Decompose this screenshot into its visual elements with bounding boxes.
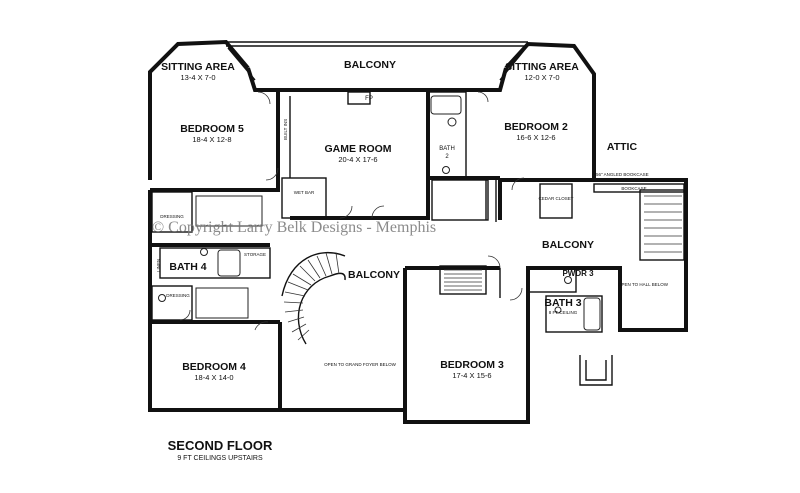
bath2-sink: [442, 166, 450, 174]
balcony-mid-label: BALCONY: [348, 269, 400, 281]
bookcase-label: BOOKCASE: [621, 186, 646, 191]
angled-bookcase-label: 56" ANGLED BOOKCASE: [596, 172, 649, 177]
sitting-area-left-label: SITTING AREA: [161, 61, 235, 73]
plan-subtitle: 9 FT CEILINGS UPSTAIRS: [177, 455, 263, 462]
dressing-bottom-label: DRESSING: [166, 293, 190, 298]
sitting-area-right-dims: 12-0 X 7-0: [524, 73, 559, 82]
bedroom5-label: BEDROOM 5: [180, 123, 244, 135]
bedroom2-label: BEDROOM 2: [504, 121, 568, 133]
straight-stair-right: [644, 195, 682, 253]
game-room-dims: 20-4 X 17-6: [338, 155, 377, 164]
plan-title: SECOND FLOOR: [168, 438, 273, 453]
pwdr3-label: PWDR 3: [562, 269, 594, 278]
bath4-sink: [200, 248, 208, 256]
wet-bar-label: WET BAR: [294, 190, 315, 195]
bedroom5-dims: 18-4 X 12-8: [192, 135, 231, 144]
bath2-tub: [430, 95, 462, 115]
bedroom2-dims: 16-6 X 12-6: [516, 133, 555, 142]
open-grand-foyer-label: OPEN TO GRAND FOYER BELOW: [324, 362, 397, 367]
curved-staircase: [281, 251, 346, 345]
bedroom4-dims: 18-4 X 14-0: [194, 373, 233, 382]
balcony-right-label: BALCONY: [542, 239, 594, 251]
sitting-area-left-dims: 13-4 X 7-0: [180, 73, 215, 82]
open-hall-label: OPEN TO HALL BELOW: [618, 282, 669, 287]
balcony-top-label: BALCONY: [344, 59, 396, 71]
bath4-label: BATH 4: [169, 261, 206, 273]
fireplace-label: FP: [365, 96, 373, 102]
sitting-area-right-label: SITTING AREA: [505, 61, 579, 73]
bath4-toilet: [158, 294, 166, 302]
built-ins-label: BUILT INS: [283, 119, 288, 140]
interior-walls: [150, 91, 685, 410]
attic-label: ATTIC: [607, 141, 638, 153]
bath3-sink: [554, 306, 562, 314]
storage-label: STORAGE: [244, 252, 266, 257]
cedar-closet-label: CEDAR CLOSET: [538, 196, 573, 201]
bedroom4-label: BEDROOM 4: [182, 361, 246, 373]
game-room-label: GAME ROOM: [324, 143, 391, 155]
linen-label: LINEN: [156, 259, 161, 272]
bath3-label: BATH 3: [544, 297, 581, 309]
fireplace: [347, 91, 371, 105]
bedroom3-label: BEDROOM 3: [440, 359, 504, 371]
bedroom3-dims: 17-4 X 15-6: [452, 371, 491, 380]
bath3-ceiling-note: 8 FT CEILING: [549, 310, 578, 315]
bath2-number: 2: [445, 154, 449, 160]
pwdr-sink: [564, 276, 572, 284]
windows: [292, 409, 500, 423]
bath2-toilet: [447, 117, 457, 127]
dressing-top-label: DRESSING: [160, 214, 184, 219]
bath2-label: BATH: [439, 146, 455, 152]
copyright-watermark: © Copyright Larry Belk Designs - Memphis: [152, 219, 436, 236]
straight-stair-mid: [444, 269, 482, 291]
door-swings: [179, 91, 525, 331]
